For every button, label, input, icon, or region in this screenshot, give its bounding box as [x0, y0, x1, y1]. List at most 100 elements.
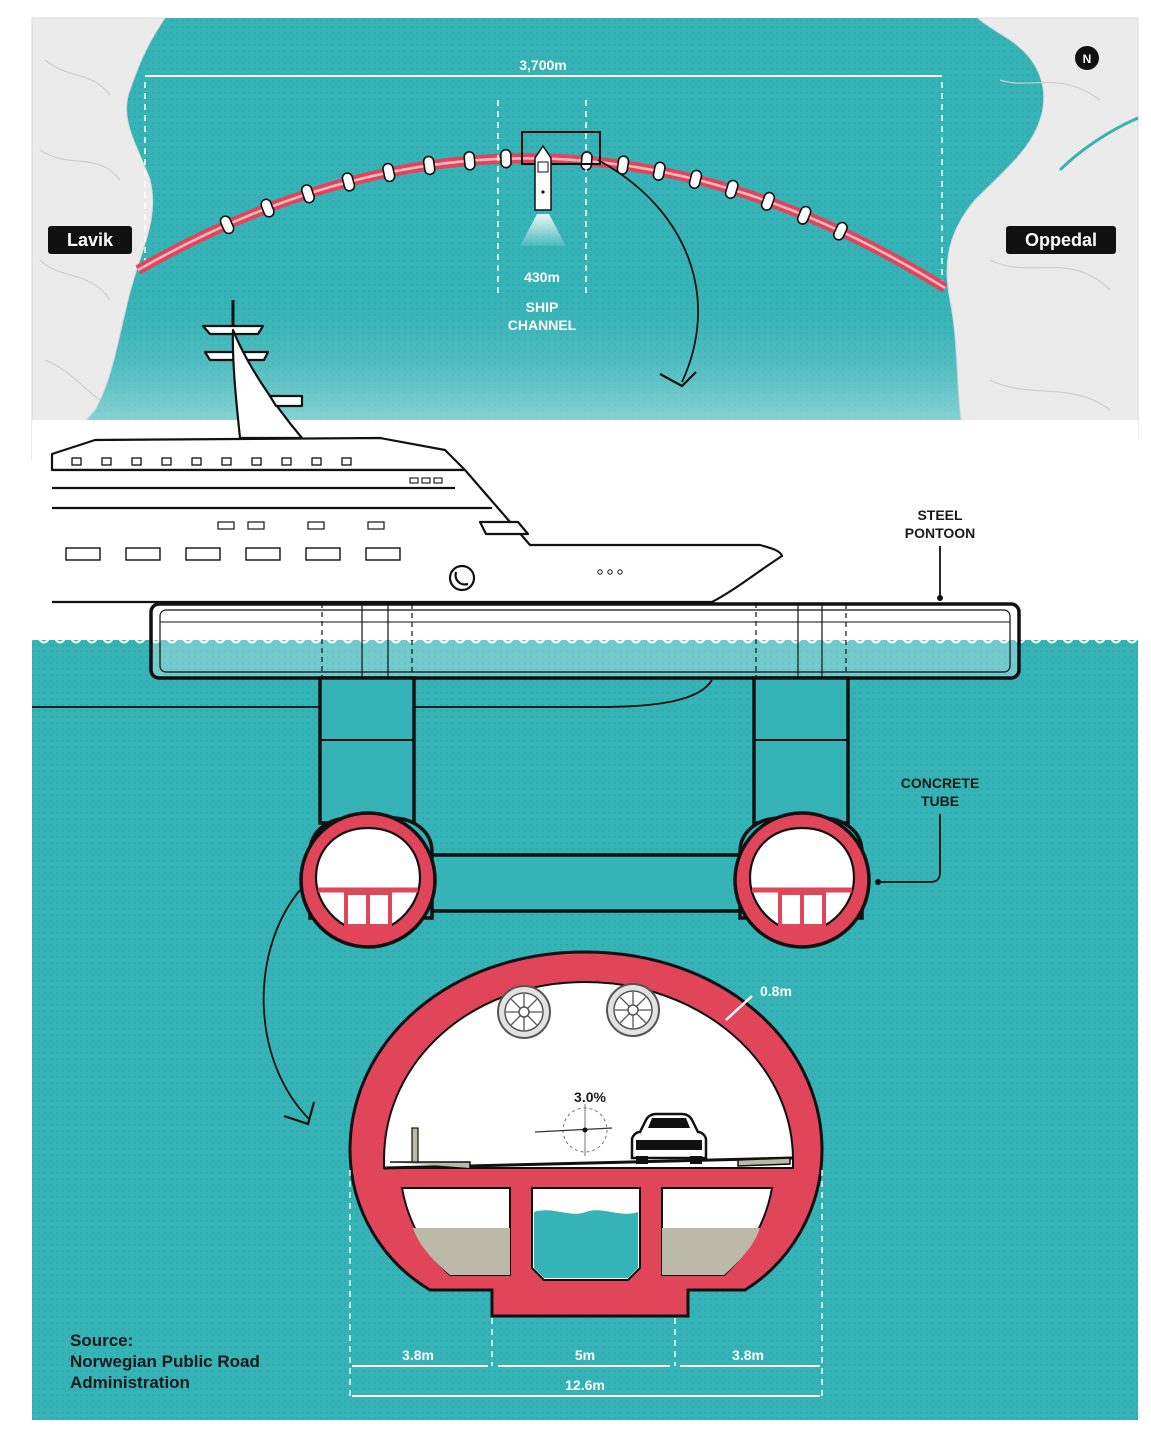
pontoon-marker	[652, 161, 666, 181]
chamber-left-ballast	[413, 1228, 510, 1275]
ship-porthole-group	[365, 547, 401, 561]
pontoon-marker	[382, 162, 396, 183]
ship-window	[221, 457, 232, 466]
label-lavik: Lavik	[48, 226, 132, 254]
ship-porthole	[607, 569, 613, 575]
ship-window	[101, 457, 112, 466]
source-line3: Administration	[70, 1373, 190, 1392]
fan-icon	[497, 985, 551, 1039]
tube-label-line1: CONCRETE	[901, 775, 980, 791]
pontoon-marker	[760, 191, 776, 211]
pontoon-marker	[341, 172, 356, 192]
width-dimensions: 3.8m 5m 3.8m 12.6m	[349, 1170, 823, 1398]
tube-label-line2: TUBE	[921, 793, 959, 809]
ship-window	[367, 521, 385, 530]
pontoon-marker	[500, 148, 512, 169]
dim-center-label: 5m	[575, 1347, 595, 1363]
ship-icon	[50, 300, 784, 604]
dim-right-label: 3.8m	[732, 1347, 764, 1363]
pontoon-marker	[463, 150, 476, 171]
slope-indicator: 3.0%	[534, 1089, 613, 1156]
ventilation-fans	[497, 983, 660, 1039]
ship-beam	[520, 214, 566, 246]
car-icon	[630, 1112, 708, 1164]
pontoon-label-line2: PONTOON	[905, 525, 976, 541]
wall-thickness-label: 0.8m	[760, 983, 792, 999]
source-credit: Source: Norwegian Public Road Administra…	[70, 1331, 260, 1392]
tube-callout-arrowhead	[283, 1101, 316, 1126]
slope-label: 3.0%	[574, 1089, 606, 1105]
pontoon-label: STEEL PONTOON	[905, 507, 976, 601]
ship-window	[421, 477, 431, 484]
north-indicator: N	[1075, 46, 1099, 70]
ship-porthole-group	[65, 547, 101, 561]
road-kerb-right	[737, 1157, 791, 1167]
ship-porthole-group	[125, 547, 161, 561]
ship-channel: 430m SHIP CHANNEL	[497, 100, 601, 333]
pontoon-legs	[318, 676, 850, 825]
tube-connector	[418, 853, 752, 913]
ship-window	[311, 457, 322, 466]
ship-topview-icon	[534, 144, 552, 211]
fjord-map: N 3,700m 430m SHIP	[31, 17, 1139, 498]
ship-window	[191, 457, 202, 466]
pontoon-marker	[422, 155, 436, 176]
source-line2: Norwegian Public Road	[70, 1352, 260, 1371]
map-callout-arrowhead	[659, 371, 697, 388]
chamber-right-ballast	[662, 1228, 760, 1275]
concrete-tube-right	[733, 811, 871, 949]
ship-window	[247, 521, 265, 530]
pontoon-markers	[219, 148, 848, 241]
water-surface-wave	[31, 636, 1151, 644]
source-line1: Source:	[70, 1331, 133, 1350]
ship-porthole	[617, 569, 623, 575]
dim-left-label: 3.8m	[402, 1347, 434, 1363]
right-shore-ridges	[989, 79, 1111, 411]
ship-window	[71, 457, 82, 466]
chamber-center-water	[534, 1210, 638, 1278]
tube-label: CONCRETE TUBE	[875, 775, 979, 885]
wall-thickness-dimension: 0.8m	[725, 983, 792, 1021]
channel-label-line2: CHANNEL	[508, 317, 577, 333]
ship-window	[341, 457, 352, 466]
ship-window	[433, 477, 443, 484]
left-shore-ridges	[39, 59, 121, 401]
channel-width-label: 430m	[524, 269, 560, 285]
pontoon-marker	[832, 221, 848, 241]
ship-window	[217, 521, 235, 530]
ship-porthole-group	[245, 547, 281, 561]
ship-windows	[65, 457, 623, 575]
ship-porthole-group	[305, 547, 341, 561]
pontoon-marker	[219, 215, 235, 235]
ship-window	[131, 457, 142, 466]
tube-callout-arrow	[262, 889, 311, 1121]
pontoon-callout-line	[32, 679, 713, 708]
north-label: N	[1083, 52, 1092, 66]
label-oppedal: Oppedal	[1006, 226, 1116, 254]
ship-window	[281, 457, 292, 466]
fan-icon	[606, 983, 660, 1037]
ship-window	[307, 521, 325, 530]
ship-porthole	[597, 569, 603, 575]
span-dimension: 3,700m	[144, 57, 943, 285]
channel-zoom-box	[521, 131, 601, 165]
ship-window	[161, 457, 172, 466]
pontoon-marker	[260, 198, 275, 218]
concrete-tube-left	[299, 811, 437, 949]
barrier-post	[411, 1127, 419, 1163]
right-river	[1058, 116, 1139, 172]
pontoon-marker	[688, 169, 703, 190]
oppedal-text: Oppedal	[1025, 230, 1097, 250]
steel-pontoon	[149, 602, 1021, 680]
lavik-text: Lavik	[67, 230, 114, 250]
ship-porthole-group	[185, 547, 221, 561]
dim-total-label: 12.6m	[565, 1377, 605, 1393]
tunnel-cross-section: 3.0% 0.8m 3.8m	[348, 950, 824, 1398]
map-callout-arrow	[597, 159, 699, 383]
channel-label-line1: SHIP	[526, 299, 559, 315]
ship-window	[251, 457, 262, 466]
pontoon-marker	[300, 184, 315, 204]
pontoon-marker	[796, 205, 812, 225]
pontoon-label-line1: STEEL	[917, 507, 963, 523]
